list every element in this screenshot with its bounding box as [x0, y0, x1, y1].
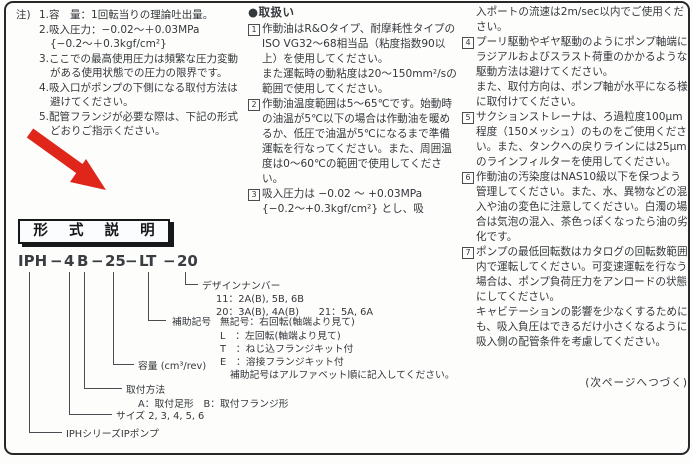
leader-line-series: [29, 272, 30, 432]
code-dash-2: −: [91, 252, 104, 270]
code-part-aux-symbol: LT: [139, 252, 157, 270]
model-designation-title: 形 式 説 明: [18, 219, 170, 244]
mounting-label: 取付方法: [126, 385, 166, 396]
code-part-size: 4: [64, 252, 75, 270]
handling-item-7: 7 ポンプの最低回転数はカタログの回転数範囲内で運転してください。可変速運転を行…: [462, 245, 688, 305]
design-number-line-1: 11：2A(B), 5B, 6B: [216, 294, 304, 305]
handling-item-7-text: ポンプの最低回転数はカタログの回転数範囲内で運転してください。可変速運転を行なう…: [476, 246, 688, 303]
elbow-design-number: [185, 284, 198, 285]
handling-item-5-text: サクションストレーナは、ろ過粒度100μm程度（150メッシュ）のものをご使用く…: [476, 111, 687, 168]
aux-entry-none: 無記号：右回転(軸端より見て): [220, 317, 355, 328]
handling-item-6: 6 作動油の汚染度はNAS10級以下を保つよう管理してください。また、水、異物な…: [462, 170, 688, 245]
handling-item-4-cont: また、取付方向は、ポンプ軸が水平になる様に取付けてください。: [476, 81, 688, 108]
handling-item-3: 3 吸入圧力は −0.02 〜 +0.03MPa {−0.2〜+0.3kgf/c…: [248, 187, 458, 217]
series-label: IPHシリーズIPポンプ: [66, 429, 159, 440]
model-code-diagram: IPH − 4 B − 25 − LT − 20 デザインナンバー 11：2A(…: [14, 252, 480, 450]
leader-line-capacity: [113, 272, 114, 364]
note-item-1: 1.容 量：1回転当りの理論吐出量。: [39, 9, 214, 21]
continue-to-next-page-note: (次ページへつづく): [585, 377, 688, 389]
mounting-detail: A：取付足形 B：取付フランジ形: [138, 399, 289, 410]
elbow-mounting: [84, 388, 122, 389]
capacity-label: 容量 (cm³/rev): [138, 361, 207, 372]
code-part-mounting: B: [77, 252, 89, 270]
handling-item-5: 5 サクションストレーナは、ろ過粒度100μm程度（150メッシュ）のものをご使…: [462, 110, 688, 170]
notes-label: 注): [16, 9, 31, 21]
code-part-design-number: 20: [177, 252, 198, 270]
handling-item-1-cont: また運転時の動粘度は20〜150mm²/sの範囲で使用してください。: [262, 68, 457, 95]
size-label: サイズ 2, 3, 4, 5, 6: [116, 411, 205, 422]
code-part-capacity: 25: [105, 252, 126, 270]
code-part-series: IPH: [18, 252, 48, 270]
handling-item-2: 2 作動油温度範囲は5〜65℃です。始動時の油温が5℃以下の場合は作動油を暖める…: [248, 97, 458, 187]
handling-column-left: ●取扱い 1 作動油はR&Oタイプ、耐摩耗性タイプのISO VG32〜68相当品…: [248, 5, 458, 217]
handling-item-1-text: 作動油はR&Oタイプ、耐摩耗性タイプのISO VG32〜68相当品（粘度指数90…: [262, 23, 456, 65]
elbow-series: [29, 432, 62, 433]
leader-line-size: [69, 272, 70, 414]
item-number-2: 2: [248, 99, 260, 111]
note-item-3: 3.ここでの最高使用圧力は頻繁な圧力変動がある使用状態での圧力の限界です。: [39, 52, 239, 80]
item-number-6: 6: [462, 172, 474, 184]
note-item-4: 4.吸入口がポンプの下側になる取付方法は避けてください。: [39, 81, 238, 109]
elbow-capacity: [113, 364, 134, 365]
handling-column-right: 入ポートの流速は2m/sec以内でご使用ください。 4 プーリ駆動やギヤ駆動のよ…: [462, 5, 688, 391]
leader-line-design-number: [185, 272, 186, 284]
design-number-line-2: 20：3A(B), 4A(B) 21：5A, 6A: [216, 307, 374, 318]
handling-item-6-text: 作動油の汚染度はNAS10級以下を保つよう管理してください。また、水、異物などの…: [476, 171, 688, 243]
red-annotation-arrow-icon: [26, 128, 106, 190]
elbow-size: [69, 414, 112, 415]
notes-block: 注) 1.容 量：1回転当りの理論吐出量。 2.吸入圧力：−0.02〜＋0.03…: [16, 8, 248, 139]
leader-line-aux-symbol: [148, 272, 149, 320]
handling-item-2-text: 作動油温度範囲は5〜65℃です。始動時の油温が5℃以下の場合は作動油を暖めるか、…: [262, 98, 452, 185]
aux-entry-l: L ：左回転(軸端より見て): [220, 331, 341, 342]
code-dash-1: −: [50, 252, 63, 270]
design-number-label: デザインナンバー: [202, 281, 281, 292]
item-number-7: 7: [462, 247, 474, 259]
handling-item-1: 1 作動油はR&Oタイプ、耐摩耗性タイプのISO VG32〜68相当品（粘度指数…: [248, 22, 458, 67]
handling-carryover-text: 入ポートの流速は2m/sec以内でご使用ください。: [476, 6, 684, 33]
item-number-3: 3: [248, 189, 260, 201]
item-number-5: 5: [462, 112, 474, 124]
handling-heading: ●取扱い: [248, 5, 295, 19]
elbow-aux-symbol: [148, 320, 166, 321]
code-dash-3: −: [125, 252, 138, 270]
code-dash-4: −: [163, 252, 176, 270]
handling-item-4: 4 プーリ駆動やギヤ駆動のようにポンプ軸端にラジアルおよびスラスト荷重のかかるよ…: [462, 35, 688, 80]
aux-entry-e: E ：溶接フランジキット付: [220, 357, 344, 368]
handling-item-3-text: 吸入圧力は −0.02 〜 +0.03MPa {−0.2〜+0.3kgf/cm²…: [262, 188, 424, 215]
aux-symbol-note: 補助記号はアルファベット順に記入してください。: [230, 370, 455, 381]
handling-item-4-text: プーリ駆動やギヤ駆動のようにポンプ軸端にラジアルおよびスラスト荷重のかかるような…: [476, 36, 688, 78]
aux-entry-t: T ：ねじ込フランジキット付: [220, 344, 354, 355]
item-number-4: 4: [462, 37, 474, 49]
item-number-1: 1: [248, 24, 260, 36]
notes-list: 1.容 量：1回転当りの理論吐出量。 2.吸入圧力：−0.02〜＋0.03MPa…: [16, 8, 248, 139]
handling-item-7-cont: キャビテーションの影響を少なくするためにも、吸入負圧はできるだけ小さくなるように…: [476, 306, 688, 348]
aux-symbol-label: 補助記号: [172, 317, 212, 328]
note-item-5: 5.配管フランジが必要な際は、下記の形式どおりご指示ください。: [39, 110, 239, 138]
note-item-2: 2.吸入圧力：−0.02〜＋0.03MPa {−0.2〜＋0.3kgf/cm²}: [39, 23, 200, 51]
leader-line-mounting: [84, 272, 85, 388]
